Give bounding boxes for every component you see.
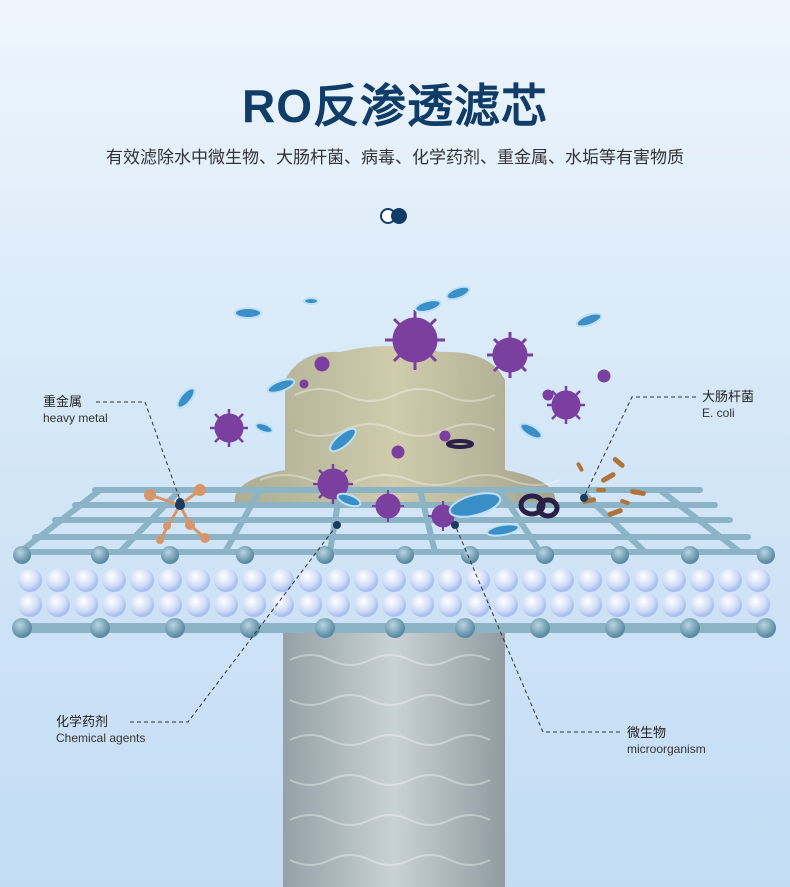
column-texture (289, 654, 491, 866)
page-title: RO反渗透滤芯 (242, 80, 548, 132)
label-ecoli-en: E. coli (702, 406, 735, 420)
bacteria-icon (329, 427, 357, 453)
bacteria-icon (445, 285, 471, 301)
virus-icon (385, 310, 445, 370)
callout-heavy-metal (96, 401, 181, 501)
virus-icon (210, 409, 248, 447)
label-chemical-zh: 化学药剂 (56, 714, 109, 729)
callout-chemical (130, 524, 338, 723)
callout-ecoli (583, 396, 696, 498)
ecoli-particles (576, 456, 646, 517)
bacteria-icon (266, 378, 296, 394)
dark-particles (446, 439, 560, 519)
virus-icon (372, 490, 404, 522)
bacteria-icon (575, 312, 603, 328)
bacteria-icon (303, 297, 319, 305)
bacteria-icon (414, 299, 442, 313)
bacteria-icon (448, 492, 502, 518)
membrane-sphere-layer (18, 568, 770, 617)
page-subtitle: 有效滤除水中微生物、大肠杆菌、病毒、化学药剂、重金属、水垢等有害物质 (106, 148, 684, 167)
bacteria-icon (486, 523, 520, 537)
bacteria-icon (519, 422, 543, 440)
label-micro: 微生物 microorganism (627, 724, 706, 758)
raw-water-column (234, 346, 556, 505)
membrane-bottom-grid (12, 618, 776, 638)
callout-lines (96, 396, 696, 733)
callout-micro (454, 524, 620, 733)
virus-icon (547, 386, 585, 424)
filtered-water-column (283, 630, 505, 887)
label-micro-zh: 微生物 (627, 725, 667, 740)
label-heavy-metal-zh: 重金属 (43, 394, 83, 409)
label-chemical-en: Chemical agents (56, 731, 146, 745)
bacteria-icon (254, 422, 274, 434)
callout-dots (176, 494, 588, 529)
bacteria-icon (336, 492, 362, 508)
label-heavy-metal-en: heavy metal (43, 411, 108, 425)
bacteria-icon (234, 307, 262, 319)
bacteria-particles (176, 285, 603, 537)
label-micro-en: microorganism (627, 742, 706, 756)
label-ecoli: 大肠杆菌 E. coli (702, 388, 754, 422)
raw-water-texture (259, 388, 561, 486)
carousel-indicator (380, 208, 412, 226)
label-ecoli-zh: 大肠杆菌 (702, 389, 755, 404)
label-heavy-metal: 重金属 heavy metal (43, 393, 108, 427)
bacteria-icon (176, 387, 196, 409)
label-chemical: 化学药剂 Chemical agents (56, 713, 145, 747)
virus-icon (487, 332, 533, 378)
carousel-dot-active[interactable] (391, 208, 407, 224)
